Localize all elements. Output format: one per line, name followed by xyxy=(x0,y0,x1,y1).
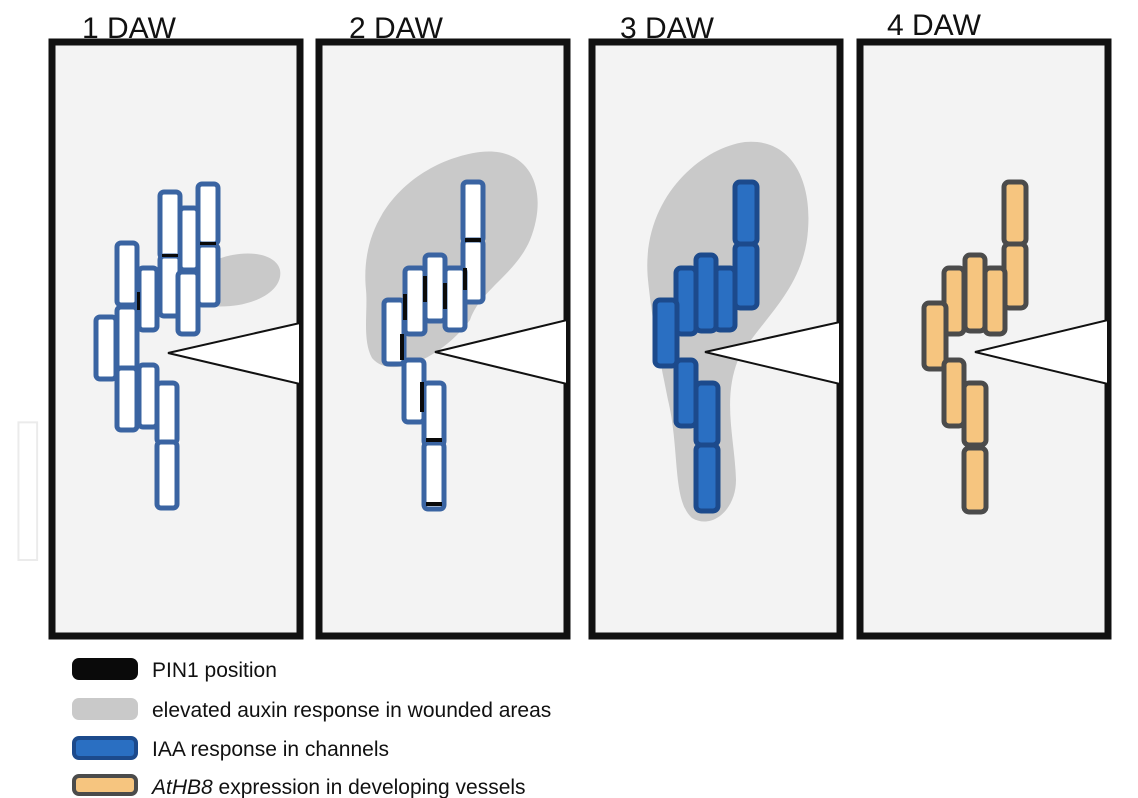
stage-label-1: 1 DAW xyxy=(82,12,177,45)
cell xyxy=(402,265,428,337)
panel-4-daw xyxy=(856,38,1112,640)
cell xyxy=(460,179,486,245)
legend-swatch-athb8 xyxy=(72,774,138,796)
panel-1-daw xyxy=(48,38,304,640)
cell xyxy=(961,380,989,448)
athb8-vessel-cells xyxy=(921,179,1029,515)
cell xyxy=(732,179,760,247)
cell xyxy=(921,300,949,372)
pin1-marks xyxy=(137,242,216,310)
legend-label-athb8-gene: AtHB8 xyxy=(150,776,213,798)
cell xyxy=(381,297,407,367)
pin1-mark xyxy=(137,292,140,310)
panel-3-daw xyxy=(588,38,844,640)
stage-label-3: 3 DAW xyxy=(620,12,715,45)
cell xyxy=(195,181,221,247)
auxin-response-area xyxy=(205,253,281,307)
cell xyxy=(693,442,721,514)
cell xyxy=(961,445,989,515)
panel-2-daw xyxy=(315,38,571,640)
cell xyxy=(136,362,160,430)
stage-label-4: 4 DAW xyxy=(887,9,982,42)
pin1-mark xyxy=(400,334,404,360)
cell xyxy=(195,242,221,308)
pin1-marks xyxy=(400,238,481,506)
wound-wedge xyxy=(704,320,841,386)
cells xyxy=(381,179,486,512)
pin1-mark xyxy=(403,294,407,320)
cell xyxy=(93,314,119,382)
pin1-mark xyxy=(423,276,427,302)
cell xyxy=(941,357,967,429)
cell xyxy=(442,265,468,333)
cell xyxy=(175,269,201,337)
iaa-channel-cells xyxy=(652,179,760,514)
cell xyxy=(693,252,719,334)
cell xyxy=(421,440,447,512)
legend-label-pin1: PIN1 position xyxy=(152,659,277,682)
legend-swatch-iaa xyxy=(72,736,138,760)
legend-label-athb8: AtHB8 expression in developing vessels xyxy=(150,776,526,798)
cell xyxy=(136,265,160,333)
wound-wedge xyxy=(434,318,568,386)
legend: PIN1 position elevated auxin response in… xyxy=(72,658,551,798)
legend-label-auxin: elevated auxin response in wounded areas xyxy=(152,699,551,722)
cell xyxy=(982,265,1008,337)
wound-wedge xyxy=(974,318,1109,386)
pin1-mark xyxy=(162,254,178,257)
cell xyxy=(154,439,180,511)
cell xyxy=(114,365,140,433)
cell xyxy=(962,252,988,334)
pin1-mark xyxy=(200,242,216,245)
stage-label-2: 2 DAW xyxy=(349,12,444,45)
pin1-mark xyxy=(426,438,442,442)
cell xyxy=(732,241,760,311)
pin1-mark xyxy=(426,502,442,506)
cells xyxy=(93,181,221,511)
pin1-mark xyxy=(465,238,481,242)
cell xyxy=(652,297,680,369)
cell xyxy=(154,380,180,446)
legend-swatch-pin1 xyxy=(72,658,138,680)
pin1-mark xyxy=(420,382,424,412)
cell xyxy=(114,304,140,372)
cell xyxy=(1001,179,1029,247)
pin1-mark xyxy=(443,283,447,309)
cell xyxy=(114,240,140,308)
cell xyxy=(157,189,183,261)
legend-label-iaa: IAA response in channels xyxy=(152,738,389,761)
cell xyxy=(941,265,967,337)
cell xyxy=(421,380,447,448)
wound-wedge xyxy=(167,321,301,386)
cell xyxy=(177,205,201,273)
cell xyxy=(422,252,448,324)
legend-swatch-auxin xyxy=(72,698,138,720)
cell xyxy=(693,380,721,448)
pin1-mark xyxy=(463,268,467,290)
legend-label-athb8-text: expression in developing vessels xyxy=(213,776,526,798)
cell xyxy=(673,357,699,429)
